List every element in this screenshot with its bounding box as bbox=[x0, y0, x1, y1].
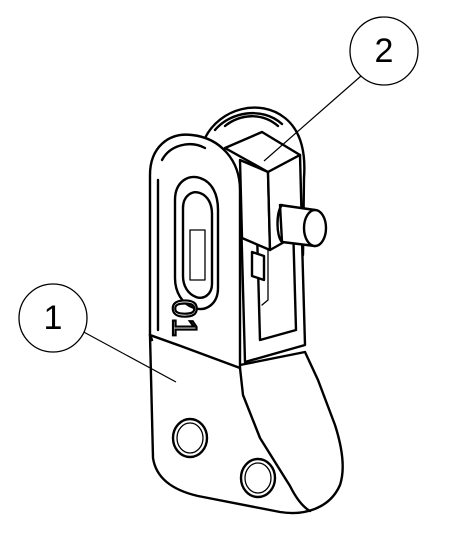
balloon-2 bbox=[349, 16, 419, 86]
callout-1-label: 1 bbox=[44, 299, 63, 337]
callout-1: 1 bbox=[18, 283, 177, 383]
leader-line-2 bbox=[263, 75, 362, 162]
callout-2-label: 2 bbox=[375, 32, 394, 70]
part-2-block bbox=[223, 130, 328, 282]
balloon-1 bbox=[18, 283, 88, 353]
part-1-bracket bbox=[148, 333, 344, 515]
callout-2: 2 bbox=[263, 16, 419, 162]
leader-line-1 bbox=[79, 329, 177, 383]
engraving-text: 01 bbox=[165, 299, 203, 337]
